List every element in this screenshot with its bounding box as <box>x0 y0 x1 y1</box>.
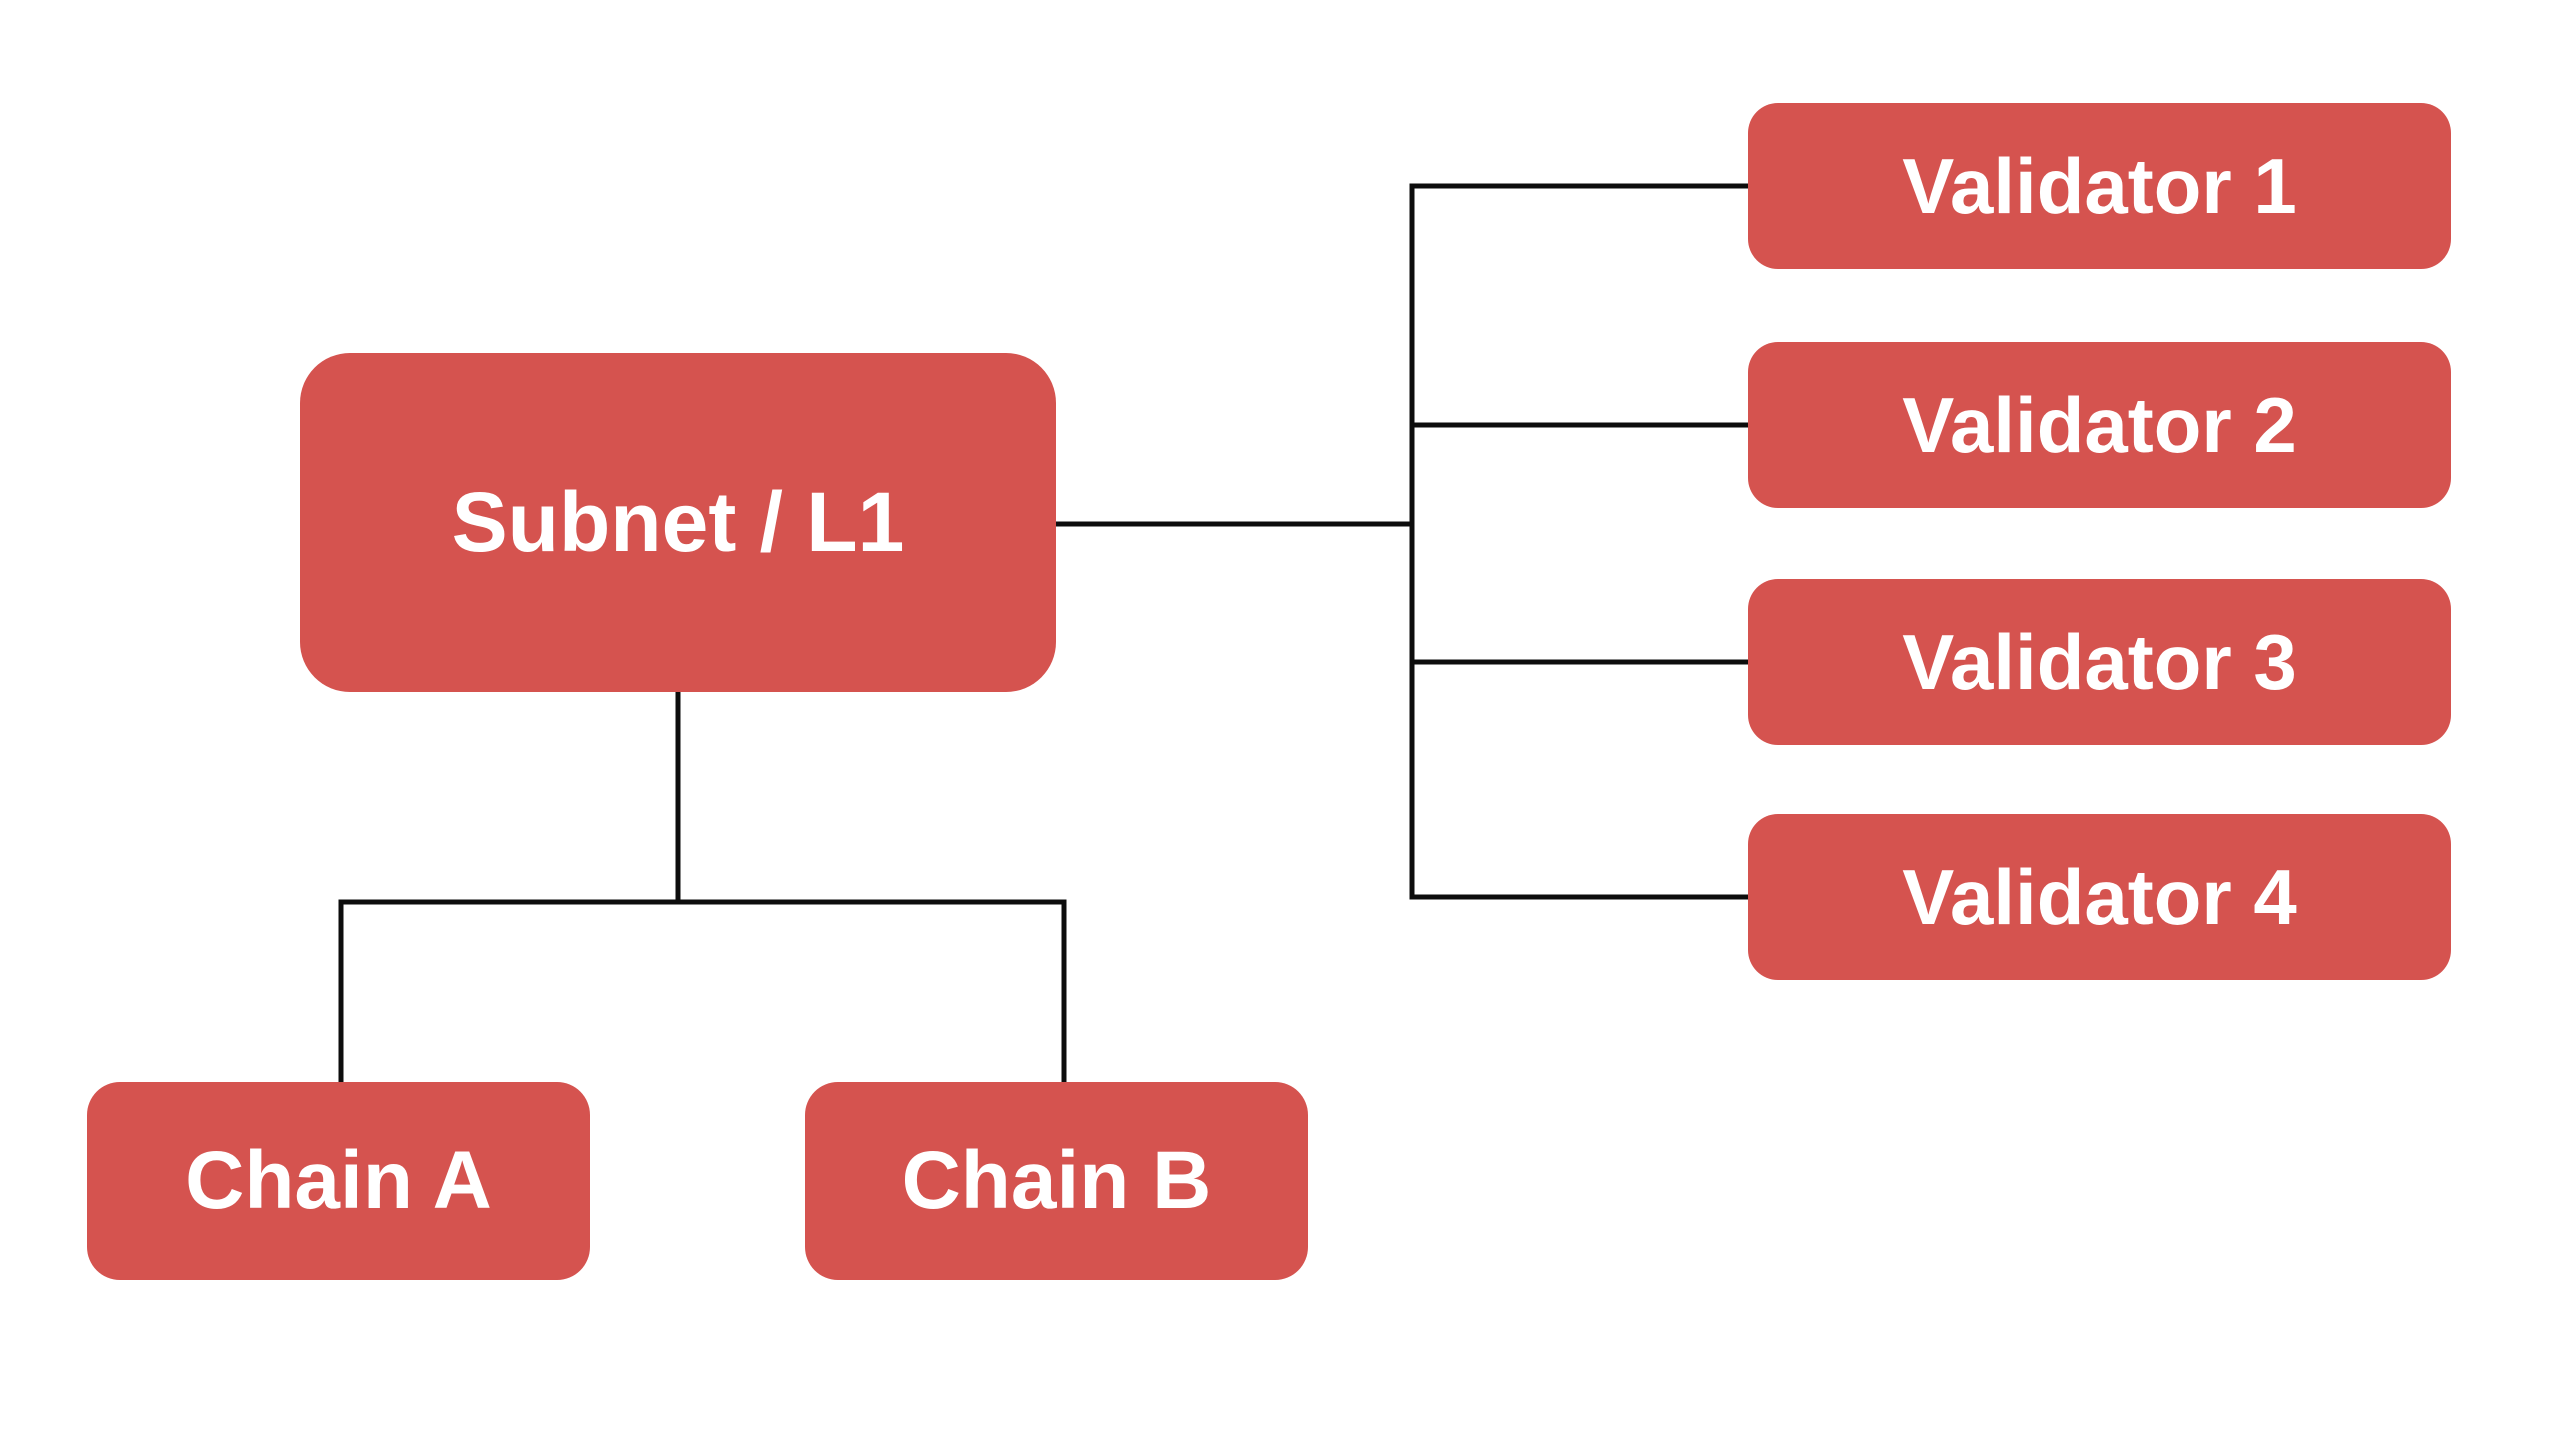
subnet-label: Subnet / L1 <box>451 475 905 569</box>
chain-a-node: Chain A <box>87 1082 590 1280</box>
validator-3-label: Validator 3 <box>1902 617 2297 706</box>
validator-3-node: Validator 3 <box>1748 579 2451 745</box>
validator-1-label: Validator 1 <box>1902 141 2297 230</box>
validator-1-node: Validator 1 <box>1748 103 2451 269</box>
validator-4-label: Validator 4 <box>1902 852 2297 941</box>
chain-b-node: Chain B <box>805 1082 1308 1280</box>
subnet-node: Subnet / L1 <box>300 353 1056 692</box>
validator-2-label: Validator 2 <box>1902 380 2297 469</box>
validator-4-node: Validator 4 <box>1748 814 2451 980</box>
validator-2-node: Validator 2 <box>1748 342 2451 508</box>
chain-a-label: Chain A <box>185 1135 492 1226</box>
chain-b-label: Chain B <box>901 1135 1212 1226</box>
